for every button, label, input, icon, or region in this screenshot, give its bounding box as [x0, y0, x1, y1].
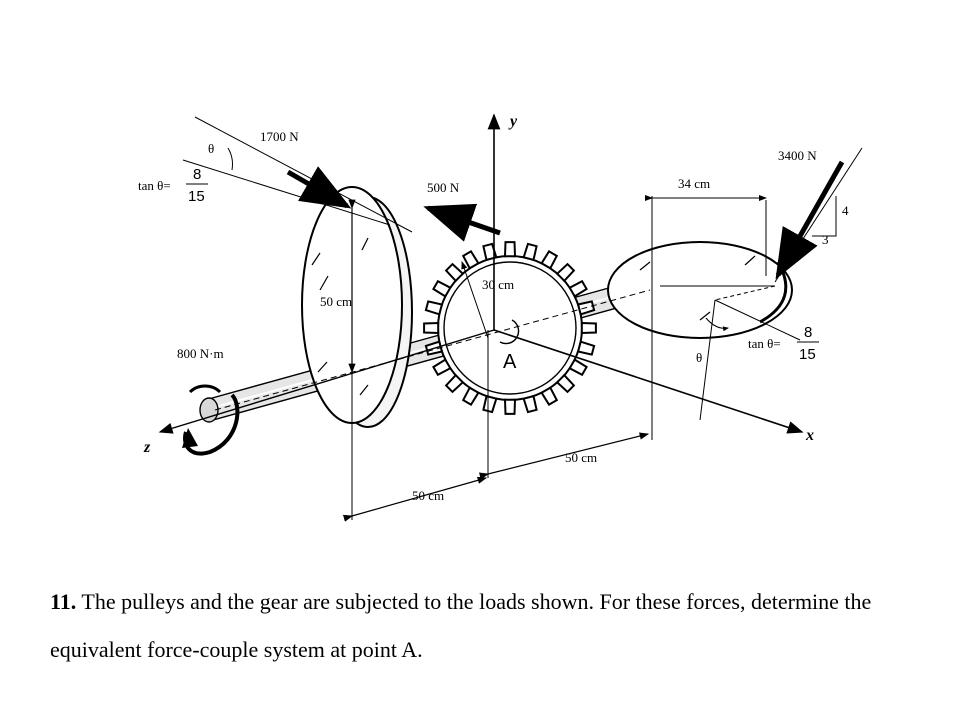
gear-tooth — [444, 373, 465, 394]
gear-tooth — [568, 279, 588, 298]
point-a-arc — [499, 319, 520, 345]
gear-tooth — [522, 242, 538, 262]
gear — [423, 241, 597, 415]
gear-tooth — [555, 373, 576, 394]
label-slope-3: 3 — [822, 232, 829, 247]
gear-tooth — [432, 279, 452, 298]
label-theta-left: θ — [208, 141, 214, 156]
gear-tooth — [503, 398, 517, 415]
gear-tooth — [580, 321, 597, 335]
problem-number: 11. — [50, 589, 77, 614]
dimension-lines — [342, 195, 767, 522]
label-3400n: 3400 N — [778, 148, 817, 163]
center-line — [214, 289, 651, 411]
label-axis-z: z — [143, 439, 151, 456]
gear-tooth — [540, 250, 559, 270]
label-point-a: A — [503, 351, 517, 373]
label-tan-left: tan θ= — [138, 178, 171, 193]
label-axis-y: y — [508, 113, 518, 130]
label-frac-den-right: 15 — [799, 346, 816, 363]
angle-construction-right — [651, 196, 801, 440]
gear-tooth — [522, 394, 538, 414]
label-frac-den-left: 15 — [188, 188, 205, 205]
label-50cm-left: 50 cm — [412, 488, 444, 503]
couple-800-arrow — [182, 384, 240, 456]
gear-tooth — [503, 241, 517, 258]
label-30cm: 30 cm — [482, 277, 514, 292]
label-800nm: 800 N·m — [177, 346, 224, 361]
gear-tooth — [461, 250, 480, 270]
gear-tooth — [482, 394, 498, 414]
label-axis-x: x — [805, 427, 814, 444]
label-tan-right: tan θ= — [748, 336, 781, 351]
label-frac-num-right: 8 — [804, 324, 812, 341]
label-50cm-pulley: 50 cm — [320, 294, 352, 309]
force-500-arrow — [423, 203, 501, 242]
z-axis — [158, 329, 495, 434]
gear-tooth — [444, 262, 465, 283]
problem-statement: 11. The pulleys and the gear are subject… — [50, 578, 930, 674]
gear-tooth — [555, 262, 576, 283]
problem-text: The pulleys and the gear are subjected t… — [50, 589, 872, 662]
gear-tooth — [423, 321, 440, 335]
force-3400-arrow — [774, 147, 863, 283]
label-theta-right: θ — [696, 350, 702, 365]
gear-tooth — [576, 340, 596, 356]
gear-tooth — [482, 242, 498, 262]
x-axis — [493, 329, 804, 434]
label-50cm-right: 50 cm — [565, 450, 597, 465]
label-34cm: 34 cm — [678, 176, 710, 191]
label-slope-4: 4 — [842, 203, 849, 218]
gear-tooth — [461, 386, 480, 406]
gear-tooth — [424, 300, 444, 316]
gear-tooth — [568, 358, 588, 377]
label-500n: 500 N — [427, 180, 460, 195]
label-frac-num-left: 8 — [193, 166, 201, 183]
gear-tooth — [540, 386, 559, 406]
label-1700n: 1700 N — [260, 129, 299, 144]
gear-tooth — [432, 358, 452, 377]
pulley-gear-diagram: 1700 N 500 N 3400 N 800 N·m 34 cm 30 cm … — [138, 113, 863, 522]
